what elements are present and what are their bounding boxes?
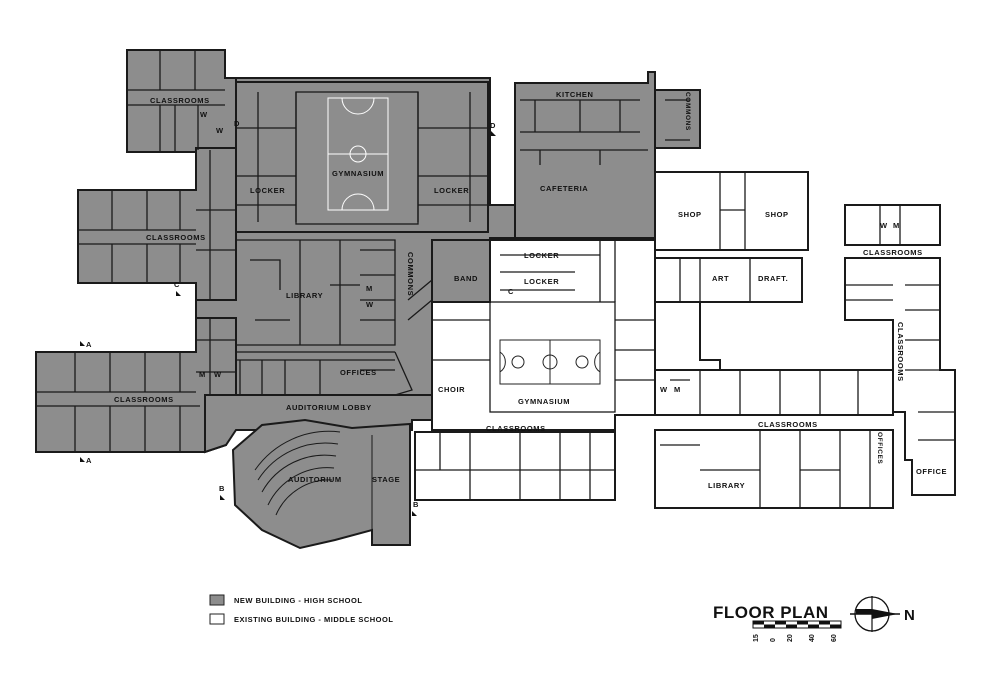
label-art: ART <box>712 274 729 283</box>
middle-school-classrooms-south <box>414 431 616 501</box>
section-marker-c: C <box>508 287 514 296</box>
label-auditorium-lobby: AUDITORIUM LOBBY <box>286 403 372 412</box>
top-east-block <box>844 204 941 246</box>
restroom-m-mark: M <box>674 385 681 394</box>
label-library-new: LIBRARY <box>286 291 323 300</box>
gymnasium-new-block <box>235 81 489 233</box>
title-block: FLOOR PLAN 15 0 20 40 60 N <box>713 596 915 642</box>
label-locker-mid-2: LOCKER <box>524 277 559 286</box>
legend-swatch-new <box>209 594 225 606</box>
existing-building-middle-school <box>414 171 956 509</box>
label-stage: STAGE <box>372 475 400 484</box>
label-classrooms-mid: CLASSROOMS <box>486 424 546 433</box>
label-gymnasium-new: GYMNASIUM <box>332 169 384 178</box>
connector-block <box>654 301 721 371</box>
legend-label-new: NEW BUILDING - HIGH SCHOOL <box>234 596 362 605</box>
art-draft-block <box>654 257 803 303</box>
restroom-w-mark: W <box>880 221 888 230</box>
section-marker-b: B <box>413 500 419 509</box>
label-office: OFFICE <box>916 467 947 476</box>
interior-walls <box>36 50 955 508</box>
label-cafeteria: CAFETERIA <box>540 184 588 193</box>
auditorium-block <box>231 418 411 550</box>
scale-label: 0 <box>770 638 777 642</box>
label-commons-ne: COMMONS <box>684 92 691 131</box>
scale-label: 40 <box>809 634 816 642</box>
plan-title: FLOOR PLAN <box>713 603 829 622</box>
legend-swatch-existing <box>209 613 225 625</box>
restroom-m-mark: M <box>199 370 206 379</box>
room-labels: CLASSROOMS CLASSROOMS CLASSROOMS LOCKER … <box>114 90 947 490</box>
restroom-w-mark: W <box>216 126 224 135</box>
legend-label-existing: EXISTING BUILDING - MIDDLE SCHOOL <box>234 615 393 624</box>
label-locker-e: LOCKER <box>434 186 469 195</box>
scale-label: 20 <box>787 634 794 642</box>
band-room-block <box>431 239 491 303</box>
north-label: N <box>904 607 915 624</box>
label-locker-mid-1: LOCKER <box>524 251 559 260</box>
section-marker-a: A <box>86 340 92 349</box>
section-marker-a: A <box>86 456 92 465</box>
section-markers: A A B B C C D D <box>80 119 514 516</box>
label-classrooms-top-e: CLASSROOMS <box>863 248 923 257</box>
label-shop-1: SHOP <box>678 210 702 219</box>
label-classrooms-nw: CLASSROOMS <box>150 96 210 105</box>
label-band: BAND <box>454 274 478 283</box>
label-kitchen: KITCHEN <box>556 90 594 99</box>
restroom-w-mark: W <box>200 110 208 119</box>
classrooms-w-wing <box>77 147 237 301</box>
auditorium-seating <box>254 430 373 530</box>
north-arrow-icon: N <box>850 596 915 632</box>
commons-ne-block <box>654 89 701 149</box>
label-offices-new: OFFICES <box>340 368 377 377</box>
label-classrooms-w: CLASSROOMS <box>146 233 206 242</box>
label-commons: COMMONS <box>406 252 415 296</box>
restroom-w-mark: W <box>660 385 668 394</box>
restroom-m-mark: M <box>366 284 373 293</box>
section-marker-c: C <box>174 280 180 289</box>
restroom-w-mark: W <box>366 300 374 309</box>
label-gymnasium-old: GYMNASIUM <box>518 397 570 406</box>
label-auditorium: AUDITORIUM <box>288 475 342 484</box>
label-draft: DRAFT. <box>758 274 788 283</box>
label-choir: CHOIR <box>438 385 465 394</box>
legend: NEW BUILDING - HIGH SCHOOL EXISTING BUIL… <box>209 594 393 625</box>
old-gym-court <box>499 339 601 385</box>
restroom-marks: W W M W M W W M W M <box>199 110 900 394</box>
label-shop-2: SHOP <box>765 210 789 219</box>
new-gym-court <box>327 97 389 211</box>
label-classrooms-far-e: CLASSROOMS <box>896 322 905 382</box>
scale-label: 15 <box>753 634 760 642</box>
section-marker-d: D <box>490 121 496 130</box>
east-library-wing <box>654 429 894 509</box>
label-library-old: LIBRARY <box>708 481 745 490</box>
shop-block <box>654 171 809 251</box>
scale-bar: 15 0 20 40 60 <box>752 620 842 642</box>
restroom-m-mark: M <box>893 221 900 230</box>
label-offices-old: OFFICES <box>876 432 883 464</box>
east-classroom-wing <box>654 369 894 416</box>
section-marker-d: D <box>234 119 240 128</box>
scale-label: 60 <box>831 634 838 642</box>
label-locker-w: LOCKER <box>250 186 285 195</box>
restroom-w-mark: W <box>214 370 222 379</box>
label-classrooms-east: CLASSROOMS <box>758 420 818 429</box>
section-marker-b: B <box>219 484 225 493</box>
label-classrooms-sw: CLASSROOMS <box>114 395 174 404</box>
